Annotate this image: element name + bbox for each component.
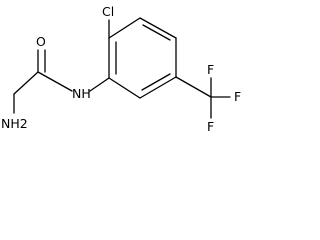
amine-nh2-label: NH2 <box>1 116 28 131</box>
benzene-ring <box>108 17 177 99</box>
ring-bond-c4-c5 <box>108 77 141 99</box>
fluorine-right-label: F <box>234 89 241 104</box>
bond-carbonyl-ch2 <box>13 71 39 95</box>
fluorine-bottom-label: F <box>207 119 214 134</box>
fluorine-top-label: F <box>207 62 214 77</box>
oxygen-label: O <box>36 34 46 49</box>
ring-bond-c3-c4 <box>139 76 177 99</box>
ring-bond-c1-c2-inner <box>142 24 171 41</box>
bond-nh-carbonyl <box>37 71 73 92</box>
bond-ring-cf3 <box>175 76 212 98</box>
ring-bond-c1-c2 <box>139 17 177 39</box>
amide-nh-label: NH <box>72 86 91 101</box>
ring-bond-c6-c1 <box>108 17 141 39</box>
molecule-structure: Cl O NH NH2 F F F <box>1 4 241 134</box>
ring-bond-c3-c4-inner <box>141 73 171 91</box>
bond-ring-nh <box>89 77 110 92</box>
chlorine-label: Cl <box>102 4 114 19</box>
